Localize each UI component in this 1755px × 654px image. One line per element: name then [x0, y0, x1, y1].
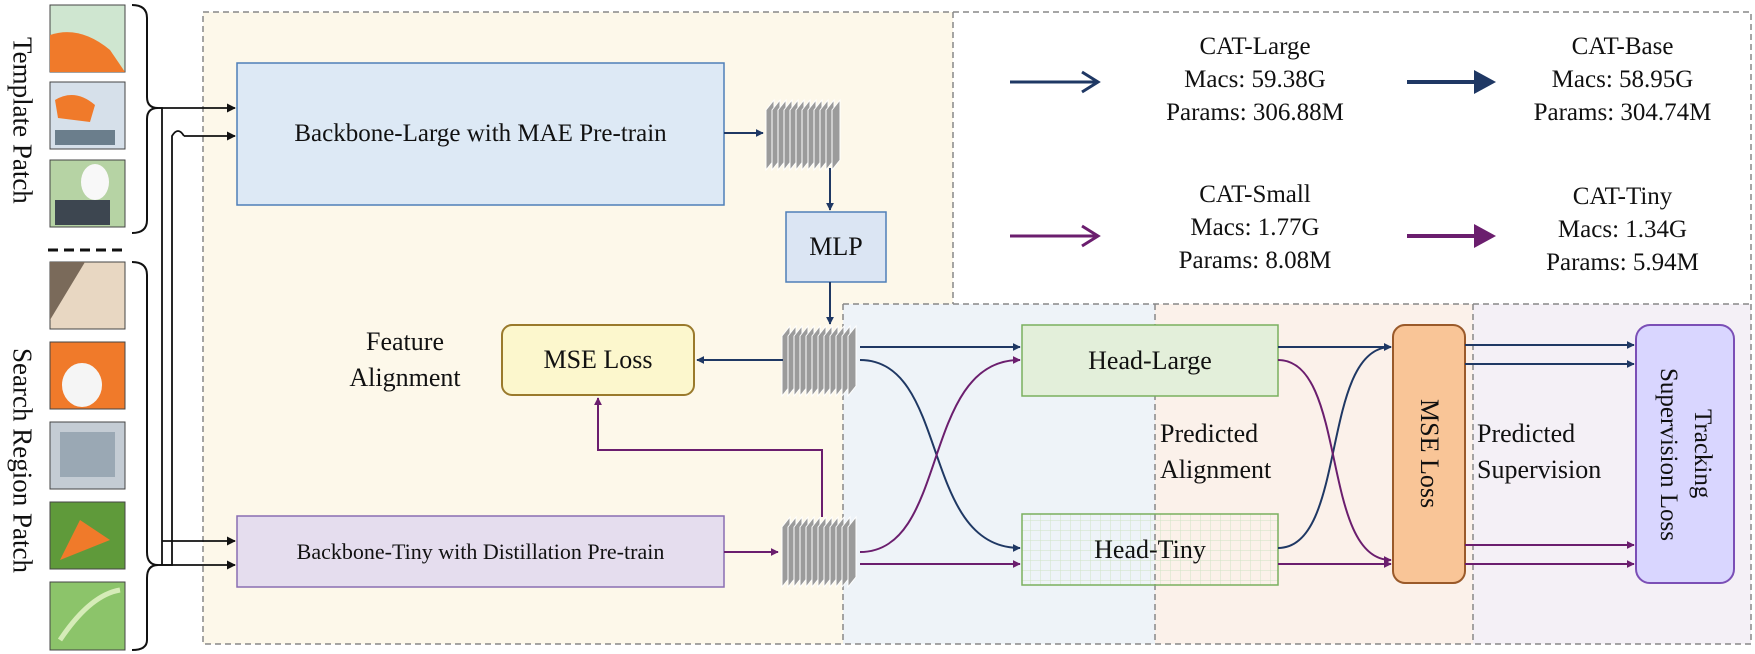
- legend-cat-small: CAT-Small Macs: 1.77G Params: 8.08M: [1130, 178, 1380, 277]
- template-thumb-1: [49, 4, 126, 73]
- mse-loss-feature-label: MSE Loss: [543, 345, 653, 374]
- tracking-loss-label: Tracking Supervision Loss: [1655, 367, 1716, 541]
- template-thumb-3: [49, 159, 126, 228]
- feature-stack-aligned: [781, 324, 857, 398]
- cat-small-name: CAT-Small: [1199, 181, 1311, 208]
- dashed-frames: [202, 11, 1752, 645]
- search-thumb-2: [49, 341, 126, 410]
- backbone-tiny-box: [236, 515, 725, 588]
- cat-large-macs: Macs: 59.38G: [1184, 66, 1326, 93]
- search-thumb-4: [49, 501, 126, 570]
- head-large-label: Head-Large: [1088, 345, 1212, 375]
- mlp-label: MLP: [809, 232, 863, 261]
- feature-stack-tiny: [781, 515, 857, 589]
- mse-loss-feature-box: [501, 324, 695, 396]
- template-thumbnails: [49, 4, 126, 228]
- cat-tiny-name: CAT-Tiny: [1572, 183, 1673, 210]
- cat-base-params: Params: 304.74M: [1533, 99, 1712, 126]
- feature-map-slice: [847, 324, 857, 398]
- cat-base-name: CAT-Base: [1571, 33, 1674, 60]
- search-thumb-5: [49, 581, 126, 651]
- mlp-box: [785, 211, 887, 283]
- search-thumb-1: [49, 261, 126, 330]
- backbone-large-box: [236, 62, 725, 206]
- head-large-box: [1021, 324, 1279, 397]
- feature-map-slice: [831, 98, 841, 172]
- template-thumb-2: [49, 81, 126, 150]
- cat-large-name: CAT-Large: [1199, 33, 1311, 60]
- cat-base-macs: Macs: 58.95G: [1551, 66, 1694, 93]
- mse-loss-pred-box: [1392, 324, 1466, 584]
- cat-large-params: Params: 306.88M: [1166, 99, 1344, 126]
- predicted-supervision-label: Predicted Supervision: [1477, 419, 1602, 484]
- head-tiny-label: Head-Tiny: [1094, 534, 1206, 564]
- head-tiny-box: [1021, 513, 1279, 586]
- search-region-patch-label: Search Region Patch: [7, 348, 38, 573]
- search-thumbnails: [49, 261, 126, 651]
- tracking-loss-box: [1635, 324, 1735, 584]
- backbone-tiny-label: Backbone-Tiny with Distillation Pre-trai…: [296, 538, 665, 564]
- cat-small-macs: Macs: 1.77G: [1190, 214, 1320, 241]
- template-patch-label: Template Patch: [7, 36, 38, 204]
- feature-map-slice: [847, 515, 857, 589]
- predicted-alignment-label: Predicted Alignment: [1160, 419, 1272, 484]
- legend-cat-large: CAT-Large Macs: 59.38G Params: 306.88M: [1130, 30, 1380, 129]
- legend-cat-base: CAT-Base Macs: 58.95G Params: 304.74M: [1510, 30, 1735, 129]
- mse-loss-pred-label: MSE Loss: [1415, 399, 1444, 509]
- cat-tiny-params: Params: 5.94M: [1546, 249, 1699, 276]
- cat-tiny-macs: Macs: 1.34G: [1557, 216, 1688, 243]
- legend-arrows: [1010, 70, 1496, 248]
- input-routing: [158, 103, 236, 570]
- feature-stack-large: [765, 98, 841, 172]
- backbone-large-label: Backbone-Large with MAE Pre-train: [294, 120, 667, 147]
- cat-small-params: Params: 8.08M: [1178, 247, 1332, 274]
- feature-alignment-label: Feature Alignment: [349, 327, 461, 392]
- purple-flow: [594, 356, 1635, 568]
- search-thumb-3: [49, 421, 126, 490]
- legend-cat-tiny: CAT-Tiny Macs: 1.34G Params: 5.94M: [1510, 180, 1735, 279]
- brace-lines: [131, 4, 159, 651]
